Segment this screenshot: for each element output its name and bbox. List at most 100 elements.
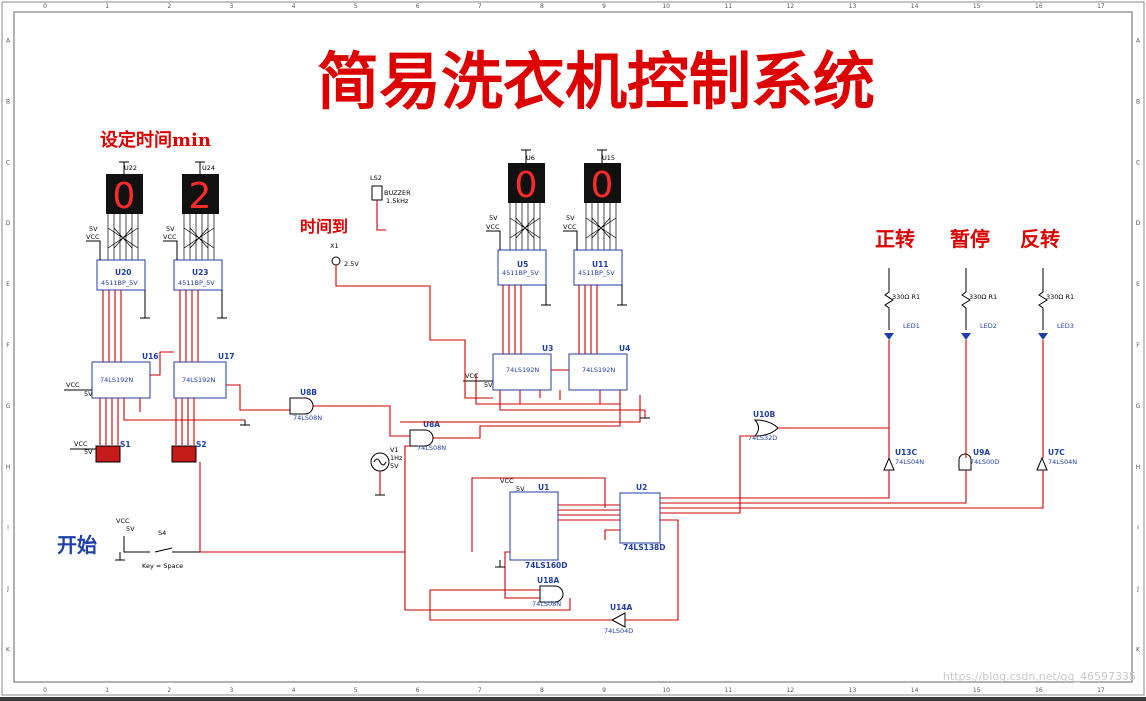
ruler-row-E-left: E — [6, 281, 10, 288]
ruler-row-E-right: E — [1136, 281, 1140, 288]
ruler-col-0-top: 0 — [43, 3, 47, 10]
ruler-col-8-bottom: 8 — [540, 687, 544, 694]
ruler-col-7-bottom: 7 — [478, 687, 482, 694]
key-label: Key = Space — [142, 562, 183, 570]
ruler-col-2-top: 2 — [167, 3, 171, 10]
ruler-col-13-bottom: 13 — [849, 687, 857, 694]
display-u6: U6 0 — [508, 154, 545, 206]
ruler-col-10-bottom: 10 — [662, 687, 670, 694]
ruler-row-H-left: H — [6, 464, 11, 471]
svg-text:VCC: VCC — [74, 440, 88, 448]
counter-u1: U1 74LS160D — [509, 483, 568, 570]
watermark: https://blog.csdn.net/qq_46597335 — [943, 670, 1136, 683]
display-u24-digit: 2 — [189, 176, 212, 217]
gate-u7c-part: 74LS04N — [1048, 458, 1077, 466]
gate-u7c-ref: U7C — [1048, 448, 1065, 457]
counter-u16: U16 74LS192N — [91, 352, 159, 399]
counter-u16-part: 74LS192N — [100, 376, 133, 384]
decoder-u5: U5 4511BP_5V — [497, 249, 547, 286]
display-u15-ref: U15 — [602, 154, 615, 162]
display-u15-digit: 0 — [591, 165, 614, 206]
svg-text:5V: 5V — [516, 485, 525, 493]
svg-text:VCC: VCC — [500, 477, 514, 485]
probe-volt: 2.5V — [344, 260, 359, 268]
ruler-row-G-left: G — [6, 403, 11, 410]
gate-u10b: U10B 74LS32D — [748, 410, 779, 442]
led2-resistor: 330Ω R1 — [969, 293, 997, 301]
buzzer-ref: LS2 — [370, 174, 382, 182]
ruler-row-A-right: A — [1136, 37, 1141, 44]
decoder-u20: U20 4511BP_5V — [96, 259, 146, 291]
source-freq: 1Hz — [390, 454, 403, 462]
ground-symbols-top — [119, 149, 607, 174]
reverse-label: 反转 — [1020, 227, 1060, 251]
svg-text:VCC: VCC — [163, 233, 177, 241]
buzzer-freq: 1.5kHz — [386, 197, 409, 205]
led3-resistor: 330Ω R1 — [1046, 293, 1074, 301]
ruler-row-A-left: A — [6, 37, 11, 44]
main-wiring — [199, 200, 1044, 621]
decoder-u11-ref: U11 — [592, 260, 609, 269]
gate-u7c: U7C 74LS04N — [1036, 448, 1077, 471]
svg-text:5V: 5V — [489, 214, 498, 222]
ruler-col-9-top: 9 — [602, 3, 606, 10]
ruler-row-G-right: G — [1136, 403, 1141, 410]
counter-u4: U4 74LS192N — [568, 344, 630, 391]
decoder-counter-wires — [102, 285, 598, 362]
ground-symbols — [115, 285, 650, 568]
probe-ref: X1 — [330, 242, 339, 250]
decoder-u23: U23 4511BP_5V — [173, 259, 223, 291]
ruler-col-2-bottom: 2 — [167, 687, 171, 694]
ruler-row-F-left: F — [6, 342, 10, 349]
ruler-col-5-bottom: 5 — [354, 687, 358, 694]
ruler-col-15-bottom: 15 — [973, 687, 981, 694]
ruler-row-F-right: F — [1136, 342, 1140, 349]
counter-u3-part: 74LS192N — [506, 366, 539, 374]
forward-label: 正转 — [875, 227, 915, 251]
decoder-power-wires — [86, 230, 578, 260]
svg-text:VCC: VCC — [66, 381, 80, 389]
display-u22-ref: U22 — [124, 164, 137, 172]
ruler-row-B-left: B — [6, 98, 10, 105]
ruler-col-1-top: 1 — [105, 3, 109, 10]
led1-resistor: 330Ω R1 — [892, 293, 920, 301]
svg-text:VCC: VCC — [86, 233, 100, 241]
svg-text:VCC: VCC — [465, 372, 479, 380]
ruler-col-3-bottom: 3 — [229, 687, 233, 694]
ruler-col-9-bottom: 9 — [602, 687, 606, 694]
ruler-col-5-top: 5 — [354, 3, 358, 10]
gate-u8b: U8B 74LS08N — [289, 388, 322, 422]
gate-u13c-part: 74LS04N — [895, 458, 924, 466]
ruler-row-C-left: C — [6, 159, 10, 166]
ruler-col-1-bottom: 1 — [105, 687, 109, 694]
pause-label: 暂停 — [950, 227, 990, 251]
led-column-2: 330Ω R1 LED2 — [961, 268, 997, 340]
counter-u17-part: 74LS192N — [182, 376, 215, 384]
ruler-col-16-top: 16 — [1035, 3, 1043, 10]
counter-u3-ref: U3 — [542, 344, 553, 353]
counter-u4-ref: U4 — [619, 344, 630, 353]
switch-s2[interactable]: S2 — [171, 440, 207, 463]
decoder-u2-part: 74LS138D — [623, 543, 666, 552]
ruler-col-3-top: 3 — [229, 3, 233, 10]
gate-u18a-part: 74LS08N — [532, 600, 561, 608]
ruler-col-14-top: 14 — [911, 3, 919, 10]
ruler-row-I-right: I — [1137, 525, 1139, 532]
ruler-row-D-left: D — [6, 220, 11, 227]
display-u24: U24 2 — [182, 164, 219, 217]
counter-u4-part: 74LS192N — [582, 366, 615, 374]
decoder-u11-part: 4511BP_5V — [578, 269, 615, 277]
display-wire-bundles — [107, 203, 617, 260]
ruler-row-K-right: K — [1136, 647, 1141, 654]
switch-s1[interactable]: S1 — [95, 440, 131, 463]
display-u22: U22 0 — [106, 164, 143, 217]
set-time-label: 设定时间min — [100, 129, 211, 151]
ruler-row-H-right: H — [1136, 464, 1141, 471]
gate-u8a-ref: U8A — [423, 420, 440, 429]
decoder-u23-ref: U23 — [192, 268, 209, 277]
decoder-u23-part: 4511BP_5V — [178, 279, 215, 287]
counter-u16-ref: U16 — [142, 352, 159, 361]
